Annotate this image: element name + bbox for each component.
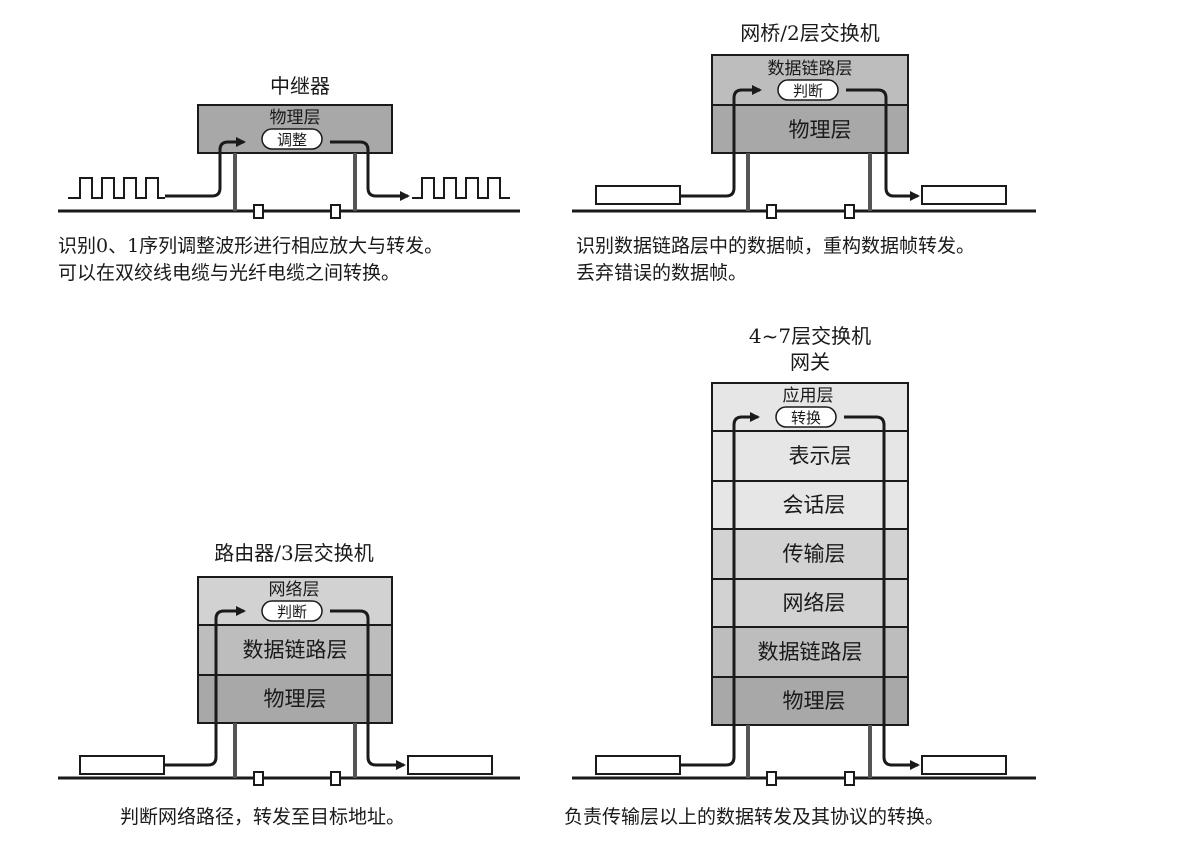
bridge-title: 网桥/2层交换机 bbox=[740, 21, 879, 45]
repeater-output-arrow bbox=[330, 140, 410, 201]
bridge-caption-2: 丢弃错误的数据帧。 bbox=[576, 262, 747, 284]
router-connector-left bbox=[253, 771, 264, 786]
gateway-title-1: 4~7层交换机 bbox=[749, 324, 871, 348]
gateway-input-frame bbox=[595, 755, 681, 775]
gateway-network-layer bbox=[711, 578, 909, 628]
gateway-connector-left bbox=[766, 771, 777, 786]
gateway-output-frame bbox=[921, 755, 1007, 775]
repeater-action-label: 调整 bbox=[277, 131, 307, 149]
repeater-connector-left bbox=[253, 204, 264, 219]
gateway-action-label: 转换 bbox=[791, 409, 821, 427]
repeater-input-signal-icon bbox=[68, 177, 165, 199]
repeater-caption-2: 可以在双绞线电缆与光纤电缆之间转换。 bbox=[58, 262, 400, 284]
router-action-label: 判断 bbox=[277, 603, 307, 621]
router-datalink-layer bbox=[197, 624, 393, 676]
bridge-layer-label-datalink: 数据链路层 bbox=[768, 59, 853, 79]
router-caption-1: 判断网络路径，转发至目标地址。 bbox=[120, 806, 405, 828]
router-action-pill bbox=[261, 600, 323, 622]
gateway-datalink-layer bbox=[711, 626, 909, 678]
router-physical-layer bbox=[197, 674, 393, 724]
bridge-action-pill bbox=[777, 79, 839, 101]
router-title: 路由器/3层交换机 bbox=[214, 541, 373, 565]
gateway-connector-right bbox=[844, 771, 855, 786]
gateway-output-arrow bbox=[844, 415, 920, 770]
router-layer-label-network: 网络层 bbox=[269, 580, 320, 600]
repeater-input-arrow bbox=[165, 137, 246, 198]
gateway-transport-layer bbox=[711, 528, 909, 580]
router-output-arrow bbox=[330, 609, 406, 770]
bridge-connector-right bbox=[844, 204, 855, 219]
router-input-frame bbox=[79, 755, 165, 775]
repeater-action-pill bbox=[261, 128, 323, 150]
router-layer-label-datalink: 数据链路层 bbox=[243, 638, 348, 662]
gateway-layer-label-session: 会话层 bbox=[783, 493, 846, 517]
bridge-action-label: 判断 bbox=[793, 82, 823, 100]
router-output-frame bbox=[407, 755, 493, 775]
bridge-panel: 网桥/2层交换机 数据链路层 判断 物理层 识别数据链路层中的数据帧，重构数据帧… bbox=[572, 21, 1036, 284]
repeater-title: 中继器 bbox=[270, 74, 330, 98]
gateway-layer-label-datalink: 数据链路层 bbox=[758, 640, 863, 664]
gateway-layer-label-physical: 物理层 bbox=[783, 689, 846, 713]
gateway-title-2: 网关 bbox=[790, 350, 830, 374]
gateway-caption-1: 负责传输层以上的数据转发及其协议的转换。 bbox=[564, 806, 944, 828]
bridge-physical-layer bbox=[711, 104, 909, 154]
repeater-panel: 中继器 物理层 调整 识别0、1序列调整波形进行相应放大与转发。 可以在双绞线电… bbox=[58, 74, 520, 284]
bridge-output-frame bbox=[921, 185, 1007, 205]
bridge-connector-left bbox=[766, 204, 777, 219]
router-panel: 路由器/3层交换机 网络层 判断 数据链路层 物理层 判断网络路径，转发至目标地… bbox=[58, 541, 520, 828]
bridge-output-arrow bbox=[846, 88, 920, 201]
gateway-layer-label-application: 应用层 bbox=[783, 386, 834, 406]
gateway-panel: 4~7层交换机 网关 应用层 转换 表示层 会话层 传输层 网络层 数据链路层 … bbox=[564, 324, 1036, 828]
bridge-input-arrow bbox=[680, 85, 762, 198]
repeater-output-signal-icon bbox=[412, 177, 510, 199]
repeater-connector-right bbox=[330, 204, 341, 219]
gateway-presentation-layer bbox=[711, 430, 909, 482]
router-layer-label-physical: 物理层 bbox=[264, 687, 327, 711]
gateway-layer-label-presentation: 表示层 bbox=[789, 444, 852, 468]
router-input-arrow bbox=[164, 606, 246, 767]
repeater-caption-1: 识别0、1序列调整波形进行相应放大与转发。 bbox=[58, 235, 443, 257]
gateway-action-pill bbox=[775, 406, 837, 428]
gateway-input-arrow bbox=[680, 412, 760, 767]
gateway-physical-layer bbox=[711, 676, 909, 726]
router-connector-right bbox=[330, 771, 341, 786]
gateway-layer-label-network: 网络层 bbox=[783, 591, 846, 615]
repeater-layer-label: 物理层 bbox=[270, 108, 321, 128]
bridge-caption-1: 识别数据链路层中的数据帧，重构数据帧转发。 bbox=[576, 235, 975, 257]
gateway-session-layer bbox=[711, 480, 909, 530]
bridge-layer-label-physical: 物理层 bbox=[789, 118, 852, 142]
bridge-input-frame bbox=[595, 185, 681, 205]
gateway-layer-label-transport: 传输层 bbox=[783, 542, 846, 566]
